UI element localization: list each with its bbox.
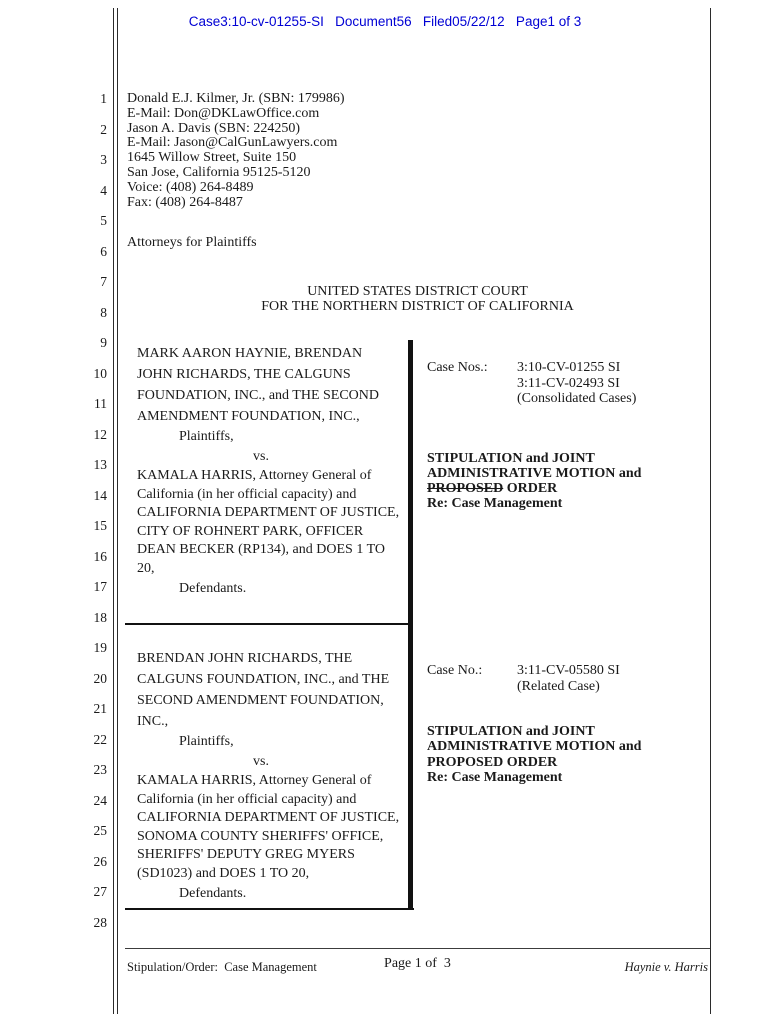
case-number: 3:11-CV-02493 SI	[517, 375, 620, 391]
attorney-line: San Jose, California 95125-5120	[127, 164, 311, 180]
line-number: 5	[100, 213, 107, 228]
caption1-plaintiffs-label: Plaintiffs,	[179, 429, 234, 444]
footer-page-number: Page 1 of 3	[384, 956, 451, 971]
left-rule-outer	[113, 8, 114, 1014]
line-number: 22	[93, 731, 108, 747]
line-number: 13	[93, 457, 108, 472]
line-number: 17	[93, 579, 108, 594]
line-number: 12	[93, 426, 108, 442]
stip-title-re: Re: Case Management	[427, 769, 563, 785]
line-number: 27	[93, 884, 108, 899]
line-number: 19	[93, 640, 108, 655]
caption2-right-column: Case No.: 3:11-CV-05580 SI (Related Case…	[427, 663, 705, 785]
stip-title-line: ADMINISTRATIVE MOTION and	[427, 465, 642, 481]
court-title-line2: FOR THE NORTHERN DISTRICT OF CALIFORNIA	[261, 299, 574, 315]
caption2-defendants: KAMALA HARRIS, Attorney General of Calif…	[137, 773, 400, 881]
stip-title-order: ORDER	[503, 481, 558, 497]
caption2-stipulation-title: STIPULATION and JOINT ADMINISTRATIVE MOT…	[427, 724, 705, 785]
attorney-block: Donald E.J. Kilmer, Jr. (SBN: 179986) E-…	[127, 91, 345, 251]
footer-case-name: Haynie v. Harris	[624, 960, 708, 974]
caption2-case-numbers: Case No.: 3:11-CV-05580 SI (Related Case…	[427, 663, 705, 694]
caption1-defendants-label: Defendants.	[179, 580, 247, 596]
caption2-bottom-rule	[125, 908, 414, 910]
caption2-parties: BRENDAN JOHN RICHARDS, THE CALGUNS FOUND…	[137, 648, 401, 904]
court-title: UNITED STATES DISTRICT COURT FOR THE NOR…	[125, 284, 710, 315]
proposed-struck-word: PROPOSED	[427, 481, 504, 497]
caption1-stipulation-title: STIPULATION and JOINT ADMINISTRATIVE MOT…	[427, 451, 705, 512]
line-number: 25	[93, 823, 108, 838]
attorney-line: 1645 Willow Street, Suite 150	[127, 150, 297, 166]
caption1-versus: vs.	[253, 449, 269, 464]
attorney-line: Donald E.J. Kilmer, Jr. (SBN: 179986)	[127, 91, 345, 106]
attorney-line: Voice: (408) 264-8489	[127, 179, 254, 195]
caption2-plaintiffs: BRENDAN JOHN RICHARDS, THE CALGUNS FOUND…	[137, 651, 390, 729]
line-number: 6	[100, 243, 107, 259]
caption1-parties: MARK AARON HAYNIE, BRENDAN JOHN RICHARDS…	[137, 343, 401, 599]
case-note: (Consolidated Cases)	[517, 391, 637, 406]
line-number: 7	[100, 274, 107, 289]
line-number: 16	[93, 548, 108, 564]
line-number: 3	[100, 152, 107, 167]
line-number: 15	[93, 518, 108, 533]
caption2-defendants-label: Defendants.	[179, 885, 247, 901]
line-number: 20	[93, 670, 108, 686]
case-label: Case Nos.:	[427, 360, 488, 375]
line-number: 18	[93, 609, 108, 625]
left-rule-inner	[117, 8, 118, 1014]
ecf-header-stamp: Case3:10-cv-01255-SI Document56 Filed05/…	[188, 14, 582, 29]
court-title-line1: UNITED STATES DISTRICT COURT	[307, 284, 528, 299]
attorney-line: E-Mail: Don@DKLawOffice.com	[127, 105, 320, 121]
line-number: 23	[93, 762, 108, 777]
case-number: 3:11-CV-05580 SI	[517, 663, 620, 678]
stip-title-line: ADMINISTRATIVE MOTION and	[427, 739, 642, 755]
attorney-role: Attorneys for Plaintiffs	[127, 235, 257, 251]
stip-title-line: STIPULATION and JOINT	[427, 724, 595, 739]
stip-title-line: PROPOSED ORDER	[427, 754, 558, 770]
attorney-line: E-Mail: Jason@CalGunLawyers.com	[127, 135, 338, 151]
caption-vertical-bar	[408, 340, 413, 910]
line-number: 11	[94, 396, 107, 411]
line-number: 4	[100, 182, 107, 198]
line-number: 8	[100, 304, 107, 320]
case-number-list: 3:10-CV-01255 SI 3:11-CV-02493 SI (Conso…	[517, 360, 636, 407]
line-number: 21	[93, 701, 108, 716]
case-number: 3:10-CV-01255 SI	[517, 360, 621, 375]
stip-title-line: PROPOSED ORDER	[427, 481, 705, 496]
case-note: (Related Case)	[517, 678, 600, 694]
caption2-versus: vs.	[253, 754, 269, 769]
caption1-bottom-rule	[125, 623, 412, 625]
line-number: 28	[93, 914, 108, 930]
line-number: 14	[93, 487, 108, 503]
stip-title-re: Re: Case Management	[427, 496, 563, 512]
footer-rule	[125, 948, 710, 949]
line-number: 24	[93, 792, 108, 808]
line-number: 2	[100, 121, 107, 137]
footer-document-title: Stipulation/Order: Case Management	[127, 960, 317, 974]
line-number: 9	[100, 335, 107, 350]
caption2-plaintiffs-label: Plaintiffs,	[179, 734, 234, 749]
caption1-defendants: KAMALA HARRIS, Attorney General of Calif…	[137, 468, 400, 576]
stip-title-line: STIPULATION and JOINT	[427, 450, 595, 466]
caption1-right-column: Case Nos.: 3:10-CV-01255 SI 3:11-CV-0249…	[427, 360, 705, 512]
attorney-line: Fax: (408) 264-8487	[127, 194, 243, 210]
caption1-case-numbers: Case Nos.: 3:10-CV-01255 SI 3:11-CV-0249…	[427, 360, 705, 407]
case-label: Case No.:	[427, 663, 483, 678]
caption1-plaintiffs: MARK AARON HAYNIE, BRENDAN JOHN RICHARDS…	[137, 346, 380, 424]
line-number: 10	[93, 365, 108, 381]
line-number: 1	[100, 91, 107, 106]
line-number: 26	[93, 853, 108, 869]
case-number-list: 3:11-CV-05580 SI (Related Case)	[517, 663, 620, 694]
attorney-line: Jason A. Davis (SBN: 224250)	[127, 120, 301, 136]
right-rule	[710, 8, 711, 1014]
